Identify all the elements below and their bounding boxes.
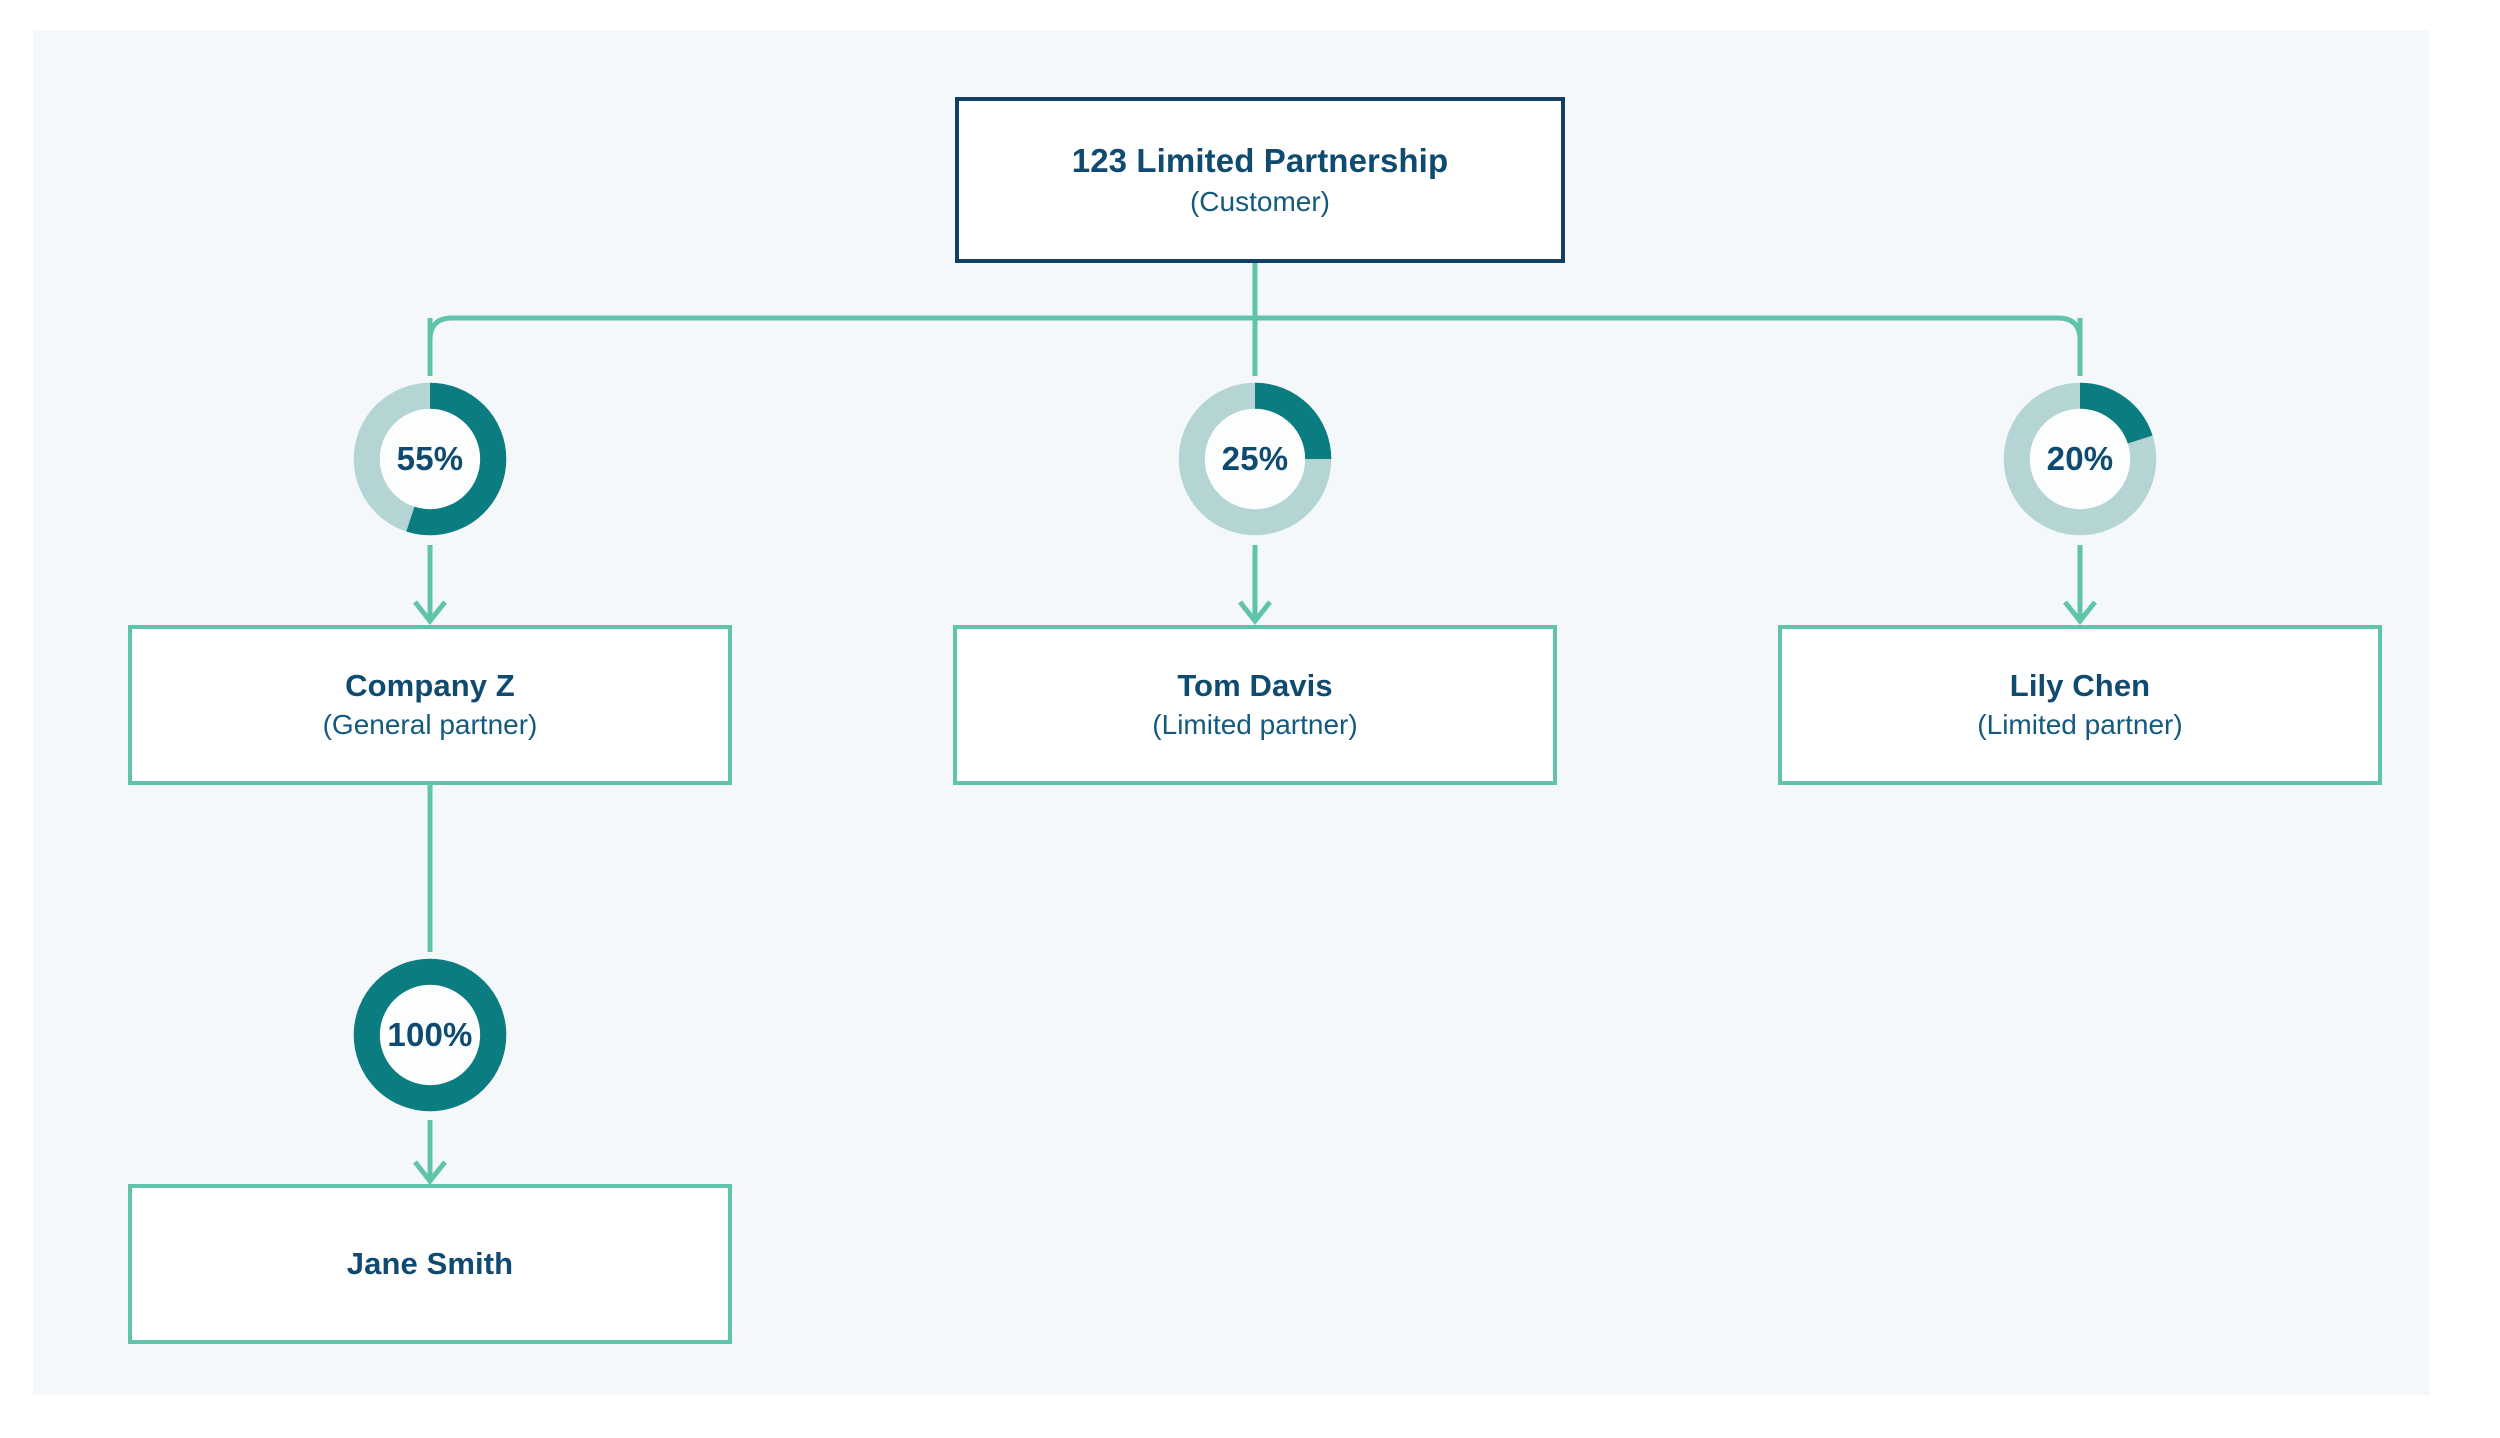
node-lily-chen[interactable]: Lily Chen (Limited partner) (1778, 625, 2382, 785)
node-jane-smith-title: Jane Smith (346, 1245, 514, 1281)
node-company-z-subtitle: (General partner) (322, 709, 538, 741)
node-lily-chen-subtitle: (Limited partner) (1977, 709, 2183, 741)
node-root-title: 123 Limited Partnership (1071, 141, 1449, 179)
node-jane-smith[interactable]: Jane Smith (128, 1184, 732, 1344)
donut-tom-davis[interactable]: 25% (1172, 376, 1338, 542)
node-root-subtitle: (Customer) (1189, 185, 1330, 217)
node-company-z-title: Company Z (345, 667, 515, 703)
donut-company-z-label: 55% (396, 440, 464, 477)
node-root[interactable]: 123 Limited Partnership (Customer) (955, 97, 1565, 263)
donut-jane-smith[interactable]: 100% (347, 952, 513, 1118)
node-company-z[interactable]: Company Z (General partner) (128, 625, 732, 785)
donut-lily-chen-label: 20% (2046, 440, 2114, 477)
donut-company-z[interactable]: 55% (347, 376, 513, 542)
donut-tom-davis-label: 25% (1221, 440, 1289, 477)
node-lily-chen-title: Lily Chen (2009, 667, 2151, 703)
donut-jane-smith-label: 100% (387, 1016, 473, 1053)
node-tom-davis-subtitle: (Limited partner) (1152, 709, 1358, 741)
donut-lily-chen[interactable]: 20% (1997, 376, 2163, 542)
node-tom-davis[interactable]: Tom Davis (Limited partner) (953, 625, 1557, 785)
node-tom-davis-title: Tom Davis (1177, 667, 1333, 703)
